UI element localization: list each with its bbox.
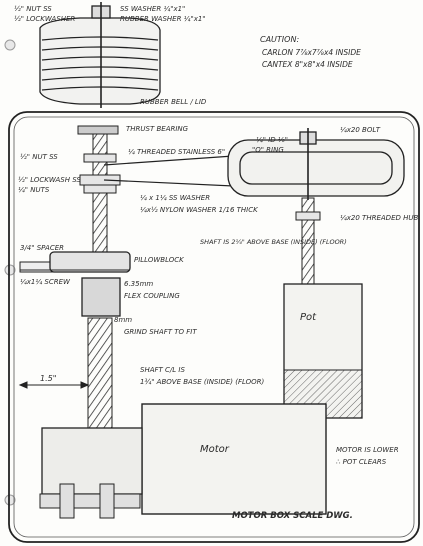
binder-hole-3: [4, 494, 16, 506]
label-shaft-cl: SHAFT C/L IS: [140, 366, 185, 374]
motor-shaft: [87, 317, 113, 429]
drawing-title: MOTOR BOX SCALE DWG.: [232, 511, 353, 521]
label-lockwasher-top: ½" LOCKWASHER: [14, 15, 75, 23]
flex-coupling: [81, 277, 121, 317]
label-flex-coupling: FLEX COUPLING: [124, 292, 180, 300]
label-grind: GRIND SHAFT TO FIT: [124, 328, 197, 336]
motor-mount: [39, 483, 141, 519]
label-8mm: 8mm: [114, 316, 132, 324]
dimension-1-5: [18, 381, 90, 389]
label-nuts-mid: ¼" NUTS: [18, 186, 50, 194]
rubber-bell-cover: [39, 2, 161, 108]
label-ss-washer-top: SS WASHER ¼"x1": [120, 5, 185, 13]
pulley-wheel: [227, 128, 405, 200]
label-threaded-hub: ¼x20 THREADED HUB: [340, 214, 418, 222]
label-cantex: CANTEX 8"x8"x4 INSIDE: [262, 60, 353, 69]
label-nylon-washer: ¼x½ NYLON WASHER 1/16 THICK: [140, 206, 259, 214]
label-pillowblock: PILLOWBLOCK: [134, 256, 185, 264]
label-nut-top: ½" NUT SS: [14, 5, 52, 13]
label-shaft-above: SHAFT IS 2¼" ABOVE BASE (INSIDE) (FLOOR): [200, 238, 347, 246]
label-id: ¼" ID ⅛": [256, 136, 288, 144]
threaded-shaft: [92, 133, 108, 255]
binder-hole-2: [4, 264, 16, 276]
label-flex-mm: 6.35mm: [124, 280, 153, 288]
label-spacer: 3/4" SPACER: [20, 244, 64, 252]
label-bolt: ¼x20 BOLT: [340, 126, 381, 134]
motor-body: [141, 403, 327, 515]
shaft-nuts: [79, 153, 121, 194]
label-pot-clears: ∴ POT CLEARS: [336, 458, 387, 466]
thrust-bearing: [77, 125, 119, 135]
motor-end: [41, 427, 143, 495]
label-caution: CAUTION:: [260, 35, 299, 44]
label-threaded-ss: ¼ THREADED STAINLESS 6": [128, 148, 225, 156]
motor-box-outline: [8, 111, 420, 543]
label-oring: "O" RING: [252, 146, 284, 154]
pillow-block: [49, 251, 131, 273]
label-dim-15: 1.5": [40, 374, 56, 383]
label-motor-lower: MOTOR IS LOWER: [336, 446, 399, 454]
label-nut-mid: ½" NUT SS: [20, 153, 58, 161]
label-screw: ¼x1¼ SCREW: [20, 278, 71, 286]
label-lockwasher-mid: ½" LOCKWASH SS: [18, 176, 81, 184]
label-motor: Motor: [200, 444, 230, 455]
label-carlon: CARLON 7⅞x7⅞x4 INSIDE: [262, 48, 361, 57]
label-pot: Pot: [300, 312, 317, 323]
label-rubber-washer: RUBBER WASHER ¼"x1": [120, 15, 206, 23]
label-thrust-bearing: THRUST BEARING: [126, 125, 189, 133]
binder-hole-1: [4, 39, 16, 51]
label-above-base: 1¾" ABOVE BASE (INSIDE) (FLOOR): [140, 378, 265, 386]
label-ss-washer-mid: ¼ x 1¼ SS WASHER: [140, 194, 210, 202]
hub-nut: [295, 211, 321, 221]
label-rubber-bell: RUBBER BELL / LID: [140, 98, 207, 106]
